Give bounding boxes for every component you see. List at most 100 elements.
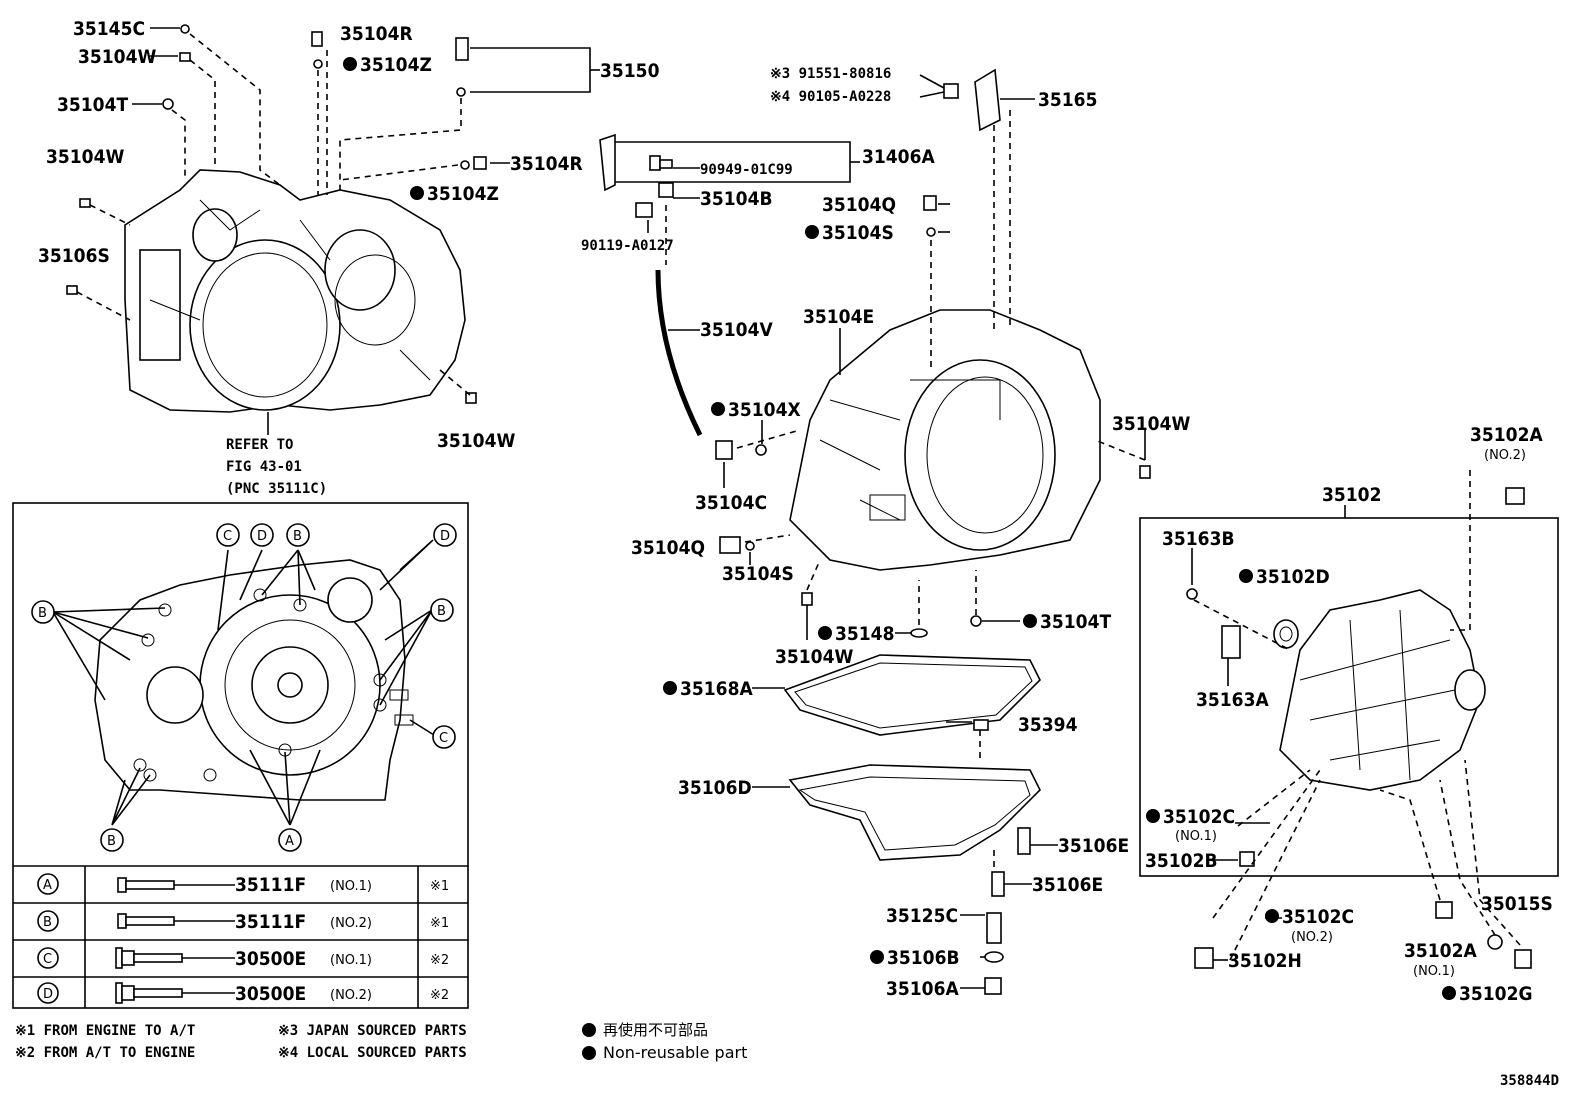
footnote-3: ※3 JAPAN SOURCED PARTS [278, 1023, 467, 1039]
callout-leaders [52, 539, 435, 826]
label-35104c: 35104C [695, 492, 767, 514]
label-no1: (NO.1) [1175, 829, 1217, 844]
label-35150: 35150 [600, 60, 660, 82]
non-reusable-dot-icon [663, 681, 677, 695]
label-31406a: 31406A [862, 146, 935, 168]
label-note-3: ※3 91551-80816 [770, 66, 891, 82]
callout-b: B [293, 529, 302, 544]
bolt-table: A 35111F (NO.1) ※1 B 35111F (NO.2) ※1 C … [13, 865, 468, 1008]
callout-d: D [257, 529, 267, 544]
label-35104w: 35104W [775, 646, 853, 668]
label-35125c: 35125C [886, 905, 958, 927]
label-35106s: 35106S [38, 245, 110, 267]
label-35104z: 35104Z [360, 54, 432, 76]
label-35168a: 35168A [680, 678, 753, 700]
label-35102c: 35102C [1163, 806, 1235, 828]
bolt-location-box [12, 502, 469, 1009]
non-reusable-dot-icon [805, 225, 819, 239]
figure-id: 358844D [1500, 1073, 1559, 1089]
label-no1: (NO.1) [1413, 964, 1455, 979]
label-35102: 35102 [1322, 484, 1381, 506]
footnote-non-reusable-en: Non-reusable part [603, 1043, 747, 1062]
callout-b: B [38, 606, 47, 621]
bolt-table-row: C 30500E (NO.1) ※2 [37, 947, 449, 970]
footnote-2: ※2 FROM A/T TO ENGINE [15, 1045, 195, 1061]
label-35106b: 35106B [887, 947, 960, 969]
callout-b: B [107, 834, 116, 849]
row-key: B [43, 915, 52, 930]
callout-d: D [440, 529, 450, 544]
row-key: D [43, 987, 53, 1002]
label-no2: (NO.2) [1484, 448, 1526, 463]
label-35106d: 35106D [678, 777, 752, 799]
label-35148: 35148 [835, 623, 894, 645]
leader-lines-pan [752, 687, 1058, 989]
non-reusable-dot-icon [818, 626, 832, 640]
label-35102d: 35102D [1256, 566, 1330, 588]
oil-pan-drawing [783, 654, 1041, 995]
label-35104z: 35104Z [427, 183, 499, 205]
transaxle-cover-drawing [1186, 487, 1532, 969]
non-reusable-dot-icon [1265, 909, 1279, 923]
label-35106e: 35106E [1058, 835, 1129, 857]
leader-lines-center [615, 74, 1146, 640]
non-reusable-dot-icon [1239, 569, 1253, 583]
non-reusable-dot-icon [1023, 614, 1037, 628]
label-35106e: 35106E [1032, 874, 1103, 896]
label-35104s: 35104S [722, 563, 794, 585]
non-reusable-dot-icon [1146, 809, 1160, 823]
non-reusable-dot-icon [582, 1046, 596, 1060]
labels-right: 35102A (NO.2) 35102 35163B 35102D 35163A… [1145, 424, 1553, 1005]
row-note: ※1 [430, 916, 449, 931]
label-35104q: 35104Q [631, 537, 705, 559]
footnote-4: ※4 LOCAL SOURCED PARTS [278, 1045, 467, 1061]
footnotes: ※1 FROM ENGINE TO A/T ※2 FROM A/T TO ENG… [15, 1021, 1559, 1089]
label-no2: (NO.2) [1291, 930, 1333, 945]
label-35104w: 35104W [46, 146, 124, 168]
label-35104w: 35104W [78, 46, 156, 68]
small-fittings-left [66, 24, 487, 404]
label-35102a: 35102A [1404, 940, 1477, 962]
label-35163b: 35163B [1162, 528, 1235, 550]
footnote-1: ※1 FROM ENGINE TO A/T [15, 1023, 195, 1039]
label-note-4: ※4 90105-A0228 [770, 89, 891, 105]
label-35104w: 35104W [437, 430, 515, 452]
label-35104w: 35104W [1112, 413, 1190, 435]
non-reusable-dot-icon [711, 402, 725, 416]
label-35104t: 35104T [57, 94, 128, 116]
label-35102c: 35102C [1282, 906, 1354, 928]
cover-assembly-box [1139, 517, 1559, 877]
callout-b: B [437, 604, 446, 619]
refer-line-1: REFER TO [226, 437, 293, 453]
callout-c: C [223, 529, 232, 544]
transaxle-housing-drawing [124, 169, 466, 413]
label-35145c: 35145C [73, 18, 145, 40]
non-reusable-dot-icon [582, 1023, 596, 1037]
fittings-center [599, 68, 1151, 638]
row-key: A [43, 878, 52, 893]
row-no: (NO.1) [330, 879, 372, 894]
refer-line-2: FIG 43-01 [226, 459, 302, 475]
label-90949-01c99: 90949-01C99 [700, 162, 793, 178]
row-no: (NO.2) [330, 988, 372, 1003]
row-part: 30500E [235, 948, 306, 970]
row-no: (NO.2) [330, 916, 372, 931]
label-35102a: 35102A [1470, 424, 1543, 446]
bolt-table-row: D 30500E (NO.2) ※2 [37, 982, 449, 1005]
housing-front-view [94, 559, 414, 801]
label-35104t: 35104T [1040, 611, 1111, 633]
label-35104v: 35104V [700, 319, 773, 341]
label-90119-a0127: 90119-A0127 [581, 238, 674, 254]
label-35165: 35165 [1038, 89, 1097, 111]
bolt-table-row: A 35111F (NO.1) ※1 [37, 873, 449, 896]
callout-a: A [285, 834, 294, 849]
row-no: (NO.1) [330, 953, 372, 968]
non-reusable-dot-icon [870, 950, 884, 964]
row-part: 35111F [235, 911, 306, 933]
label-35104r: 35104R [510, 153, 583, 175]
row-note: ※1 [430, 879, 449, 894]
bolt-table-row: B 35111F (NO.2) ※1 [37, 910, 449, 933]
refer-line-3: (PNC 35111C) [226, 481, 327, 497]
row-note: ※2 [430, 988, 449, 1003]
